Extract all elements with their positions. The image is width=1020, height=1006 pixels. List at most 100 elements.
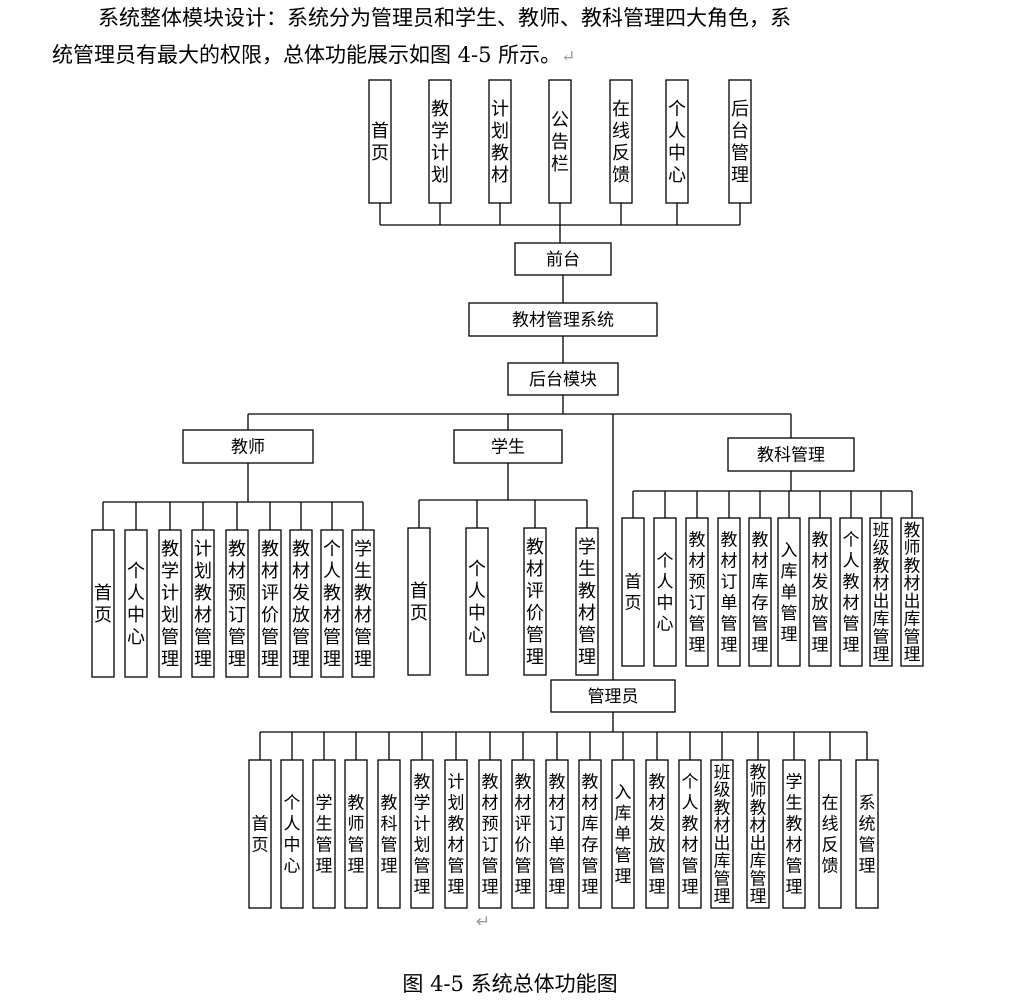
admin-item-14: 班级教材出库管理 [710,759,734,909]
teacher-node-frame [182,429,314,464]
teacher-item-7-frame [320,529,344,678]
front-item-6-frame [728,79,752,204]
admin-item-13-label: 个人教材管理 [682,773,699,898]
admin-item-4-frame [377,759,401,909]
front-item-6-label: 后台管理 [731,99,749,186]
intro-line-2: 统管理员有最大的权限，总体功能展示如图 4-5 所示。↵ [52,37,992,76]
front-node-label: 前台 [546,250,580,270]
admin-item-13-frame [678,759,702,909]
admin-item-10: 教材库存管理 [578,759,602,909]
admin-item-6-frame [444,759,468,909]
student-node-label: 学生 [491,438,525,458]
front-item-4: 在线反馈 [609,79,633,204]
admin-item-6: 计划教材管理 [444,759,468,909]
academic-node: 教科管理 [727,437,855,472]
admin-item-3: 教师管理 [344,759,368,909]
academic-item-8: 班级教材出库管理 [869,517,893,667]
intro-line-1: 系统整体模块设计：系统分为管理员和学生、教师、教科管理四大角色，系 [52,0,992,37]
admin-item-1-frame [280,759,304,909]
admin-item-9-label: 教材订单管理 [549,773,566,898]
teacher-node-label: 教师 [231,438,265,458]
backend-node: 后台模块 [507,362,619,396]
academic-item-3-frame [717,517,741,667]
academic-item-2-label: 教材预订管理 [689,531,706,656]
admin-item-17: 在线反馈 [818,759,842,909]
teacher-item-8-label: 学生教材管理 [354,539,372,670]
academic-item-7-frame [839,517,863,667]
admin-node-label: 管理员 [588,687,639,707]
admin-item-13: 个人教材管理 [678,759,702,909]
teacher-item-6: 教材发放管理 [289,529,313,678]
teacher-item-7-label: 个人教材管理 [323,539,341,670]
admin-item-5: 教学计划管理 [410,759,434,909]
teacher-item-8-frame [351,529,375,678]
front-item-5-label: 个人中心 [668,99,686,186]
teacher-item-8: 学生教材管理 [351,529,375,678]
admin-item-4-label: 教科管理 [381,794,398,877]
teacher-item-1-frame [124,529,148,678]
admin-item-18-frame [855,759,879,909]
admin-node-frame [550,679,676,713]
admin-item-14-label: 班级教材出库管理 [714,762,731,906]
teacher-item-1-label: 个人中心 [127,561,145,648]
admin-item-9: 教材订单管理 [545,759,569,909]
academic-node-frame [727,437,855,472]
front-node-frame [514,242,612,276]
front-item-5: 个人中心 [665,79,689,204]
academic-item-9: 教师教材出库管理 [900,517,924,667]
academic-item-4-frame [748,517,772,667]
student-item-0: 首页 [407,527,431,676]
admin-item-8: 教材评价管理 [511,759,535,909]
academic-item-4-label: 教材库存管理 [752,531,769,656]
academic-item-3-label: 教材订单管理 [721,531,738,656]
academic-item-0-frame [621,517,645,667]
admin-item-3-label: 教师管理 [348,794,365,877]
admin-item-17-frame [818,759,842,909]
teacher-item-3-frame [191,529,215,678]
admin-item-16: 学生教材管理 [782,759,806,909]
academic-item-5: 入库单管理 [777,517,801,667]
admin-item-15-frame [746,759,770,909]
admin-item-5-label: 教学计划管理 [414,773,431,898]
admin-item-2-label: 学生管理 [316,794,333,877]
academic-item-1: 个人中心 [653,517,677,667]
academic-item-6-frame [808,517,832,667]
academic-item-2: 教材预订管理 [685,517,709,667]
teacher-item-6-frame [289,529,313,678]
teacher-item-4: 教材预订管理 [225,529,249,678]
student-node: 学生 [453,429,563,464]
system-node-frame [468,302,658,337]
teacher-item-4-label: 教材预订管理 [228,539,246,670]
front-item-3-frame [548,79,572,204]
teacher-item-0: 首页 [91,529,115,678]
admin-item-6-label: 计划教材管理 [448,773,465,898]
academic-item-1-frame [653,517,677,667]
admin-item-3-frame [344,759,368,909]
academic-node-label: 教科管理 [757,446,825,466]
student-item-2-label: 教材评价管理 [526,537,544,668]
academic-item-4: 教材库存管理 [748,517,772,667]
admin-node: 管理员 [550,679,676,713]
academic-item-0-label: 首页 [625,573,642,614]
admin-item-18: 系统管理 [855,759,879,909]
academic-item-9-frame [900,517,924,667]
student-item-1: 个人中心 [465,527,489,676]
front-item-1-label: 教学计划 [431,99,449,186]
teacher-item-4-frame [225,529,249,678]
academic-item-3: 教材订单管理 [717,517,741,667]
intro-line-2-text: 统管理员有最大的权限，总体功能展示如图 4-5 所示。 [52,43,562,67]
student-item-1-frame [465,527,489,676]
admin-item-14-frame [710,759,734,909]
teacher-item-2-frame [158,529,182,678]
front-item-1: 教学计划 [428,79,452,204]
front-node: 前台 [514,242,612,276]
admin-item-17-label: 在线反馈 [822,794,839,877]
backend-node-frame [507,362,619,396]
admin-item-5-frame [410,759,434,909]
academic-item-6: 教材发放管理 [808,517,832,667]
academic-item-2-frame [685,517,709,667]
admin-item-11-frame [611,759,635,909]
front-item-3-label: 公告栏 [551,110,569,175]
front-item-2: 计划教材 [488,79,512,204]
